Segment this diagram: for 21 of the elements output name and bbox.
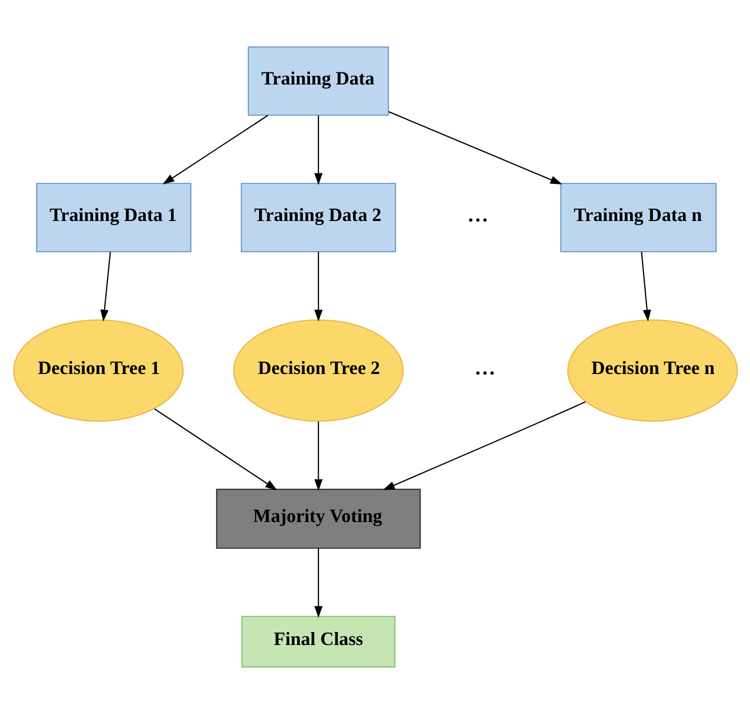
node-box: Training Data n — [560, 182, 716, 252]
label: … — [466, 202, 488, 226]
node-box: Majority Voting — [216, 488, 420, 548]
node-ellipse: Decision Tree 2 — [232, 318, 404, 422]
arrow — [154, 408, 277, 490]
node-box: Training Data — [247, 46, 389, 116]
label: … — [474, 355, 495, 380]
arrow — [388, 110, 562, 184]
arrow — [162, 114, 268, 184]
arrow — [640, 251, 651, 322]
arrow — [314, 251, 322, 322]
node-ellipse: Decision Tree 1 — [12, 318, 184, 422]
arrow — [314, 114, 322, 184]
arrow — [314, 548, 322, 618]
node-box: Training Data 2 — [240, 182, 396, 252]
arrow — [382, 400, 586, 490]
node-ellipse: Decision Tree n — [566, 318, 738, 422]
node-box: Training Data 1 — [36, 182, 191, 252]
arrow — [100, 251, 110, 322]
arrow — [314, 421, 322, 491]
node-box: Final Class — [240, 615, 395, 668]
